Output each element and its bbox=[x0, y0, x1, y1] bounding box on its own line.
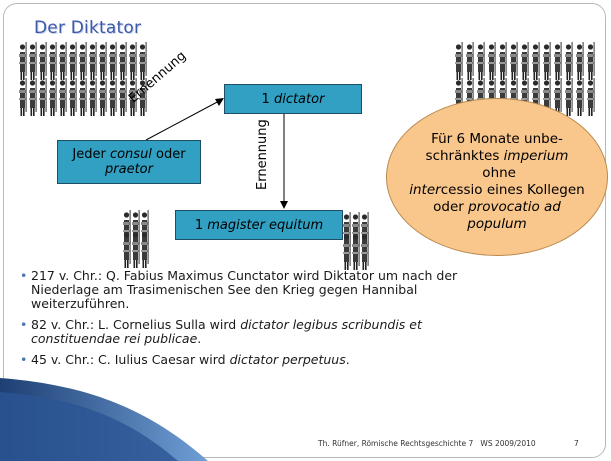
oval-line-2: schränktes imperium ohne bbox=[425, 148, 569, 181]
lictors-small-right bbox=[343, 212, 369, 270]
bullet-dot: • bbox=[20, 352, 28, 367]
slide-frame bbox=[3, 3, 606, 458]
arrow-dictator-to-magister bbox=[280, 114, 288, 209]
page-number: 7 bbox=[574, 439, 579, 448]
oval-line-3: intercessio eines Kollegen bbox=[409, 182, 585, 198]
oval-line-5: populum bbox=[467, 216, 527, 232]
lictors-group-left bbox=[19, 42, 147, 116]
bullet-item-3: • 45 v. Chr.: C. Iulius Caesar wird dict… bbox=[20, 352, 350, 367]
dictator-box-word: dictator bbox=[273, 91, 325, 107]
magister-box-word: magister equitum bbox=[207, 217, 324, 233]
lictors-small-left bbox=[123, 210, 149, 268]
consul-box-c: oder bbox=[151, 147, 186, 162]
ernennung-label-vertical: Ernennung bbox=[255, 119, 270, 190]
consul-box: Jeder consul oder praetor bbox=[57, 140, 201, 184]
consul-box-b: consul bbox=[109, 147, 152, 162]
footer-text: Th. Rüfner, Römische Rechtsgeschichte 7 … bbox=[318, 439, 536, 448]
bullet-item-2: • 82 v. Chr.: L. Cornelius Sulla wird di… bbox=[20, 317, 422, 346]
magister-box-num: 1 bbox=[194, 217, 208, 233]
powers-oval: Für 6 Monate unbe- schränktes imperium o… bbox=[386, 98, 608, 256]
bullet-dot: • bbox=[20, 317, 28, 332]
dictator-box-num: 1 bbox=[261, 91, 274, 107]
magister-box: 1 magister equitum bbox=[175, 210, 343, 240]
dictator-box: 1 dictator bbox=[224, 84, 362, 114]
page-title: Der Diktator bbox=[34, 18, 142, 38]
oval-line-4: oder provocatio ad bbox=[433, 199, 561, 215]
consul-box-a: Jeder bbox=[72, 147, 110, 162]
bullet-dot: • bbox=[20, 268, 28, 283]
bullet-item-1: • 217 v. Chr.: Q. Fabius Maximus Cunctat… bbox=[20, 268, 458, 311]
oval-line-1: Für 6 Monate unbe- bbox=[431, 131, 563, 147]
consul-box-d: praetor bbox=[105, 162, 153, 177]
arrow-consul-to-dictator bbox=[145, 98, 224, 141]
bullet-list: • 217 v. Chr.: Q. Fabius Maximus Cunctat… bbox=[20, 269, 540, 374]
